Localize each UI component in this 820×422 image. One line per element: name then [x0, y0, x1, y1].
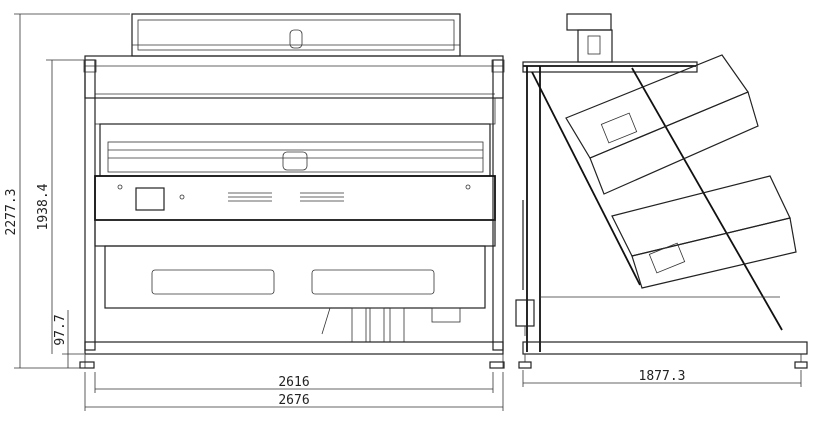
- dim-side-depth: 1877.3: [639, 369, 686, 384]
- dim-front-total-height: 2277.3: [4, 189, 19, 236]
- front-view: [79, 13, 505, 369]
- dim-front-frame-height: 1938.4: [36, 183, 51, 230]
- side-dimensions: [522, 370, 802, 387]
- dim-front-base-height: 97.7: [53, 314, 68, 345]
- dim-front-inner-width: 2616: [278, 375, 309, 390]
- front-dimensions: [14, 13, 504, 411]
- side-view: [515, 13, 808, 369]
- dim-front-outer-width: 2676: [278, 393, 309, 408]
